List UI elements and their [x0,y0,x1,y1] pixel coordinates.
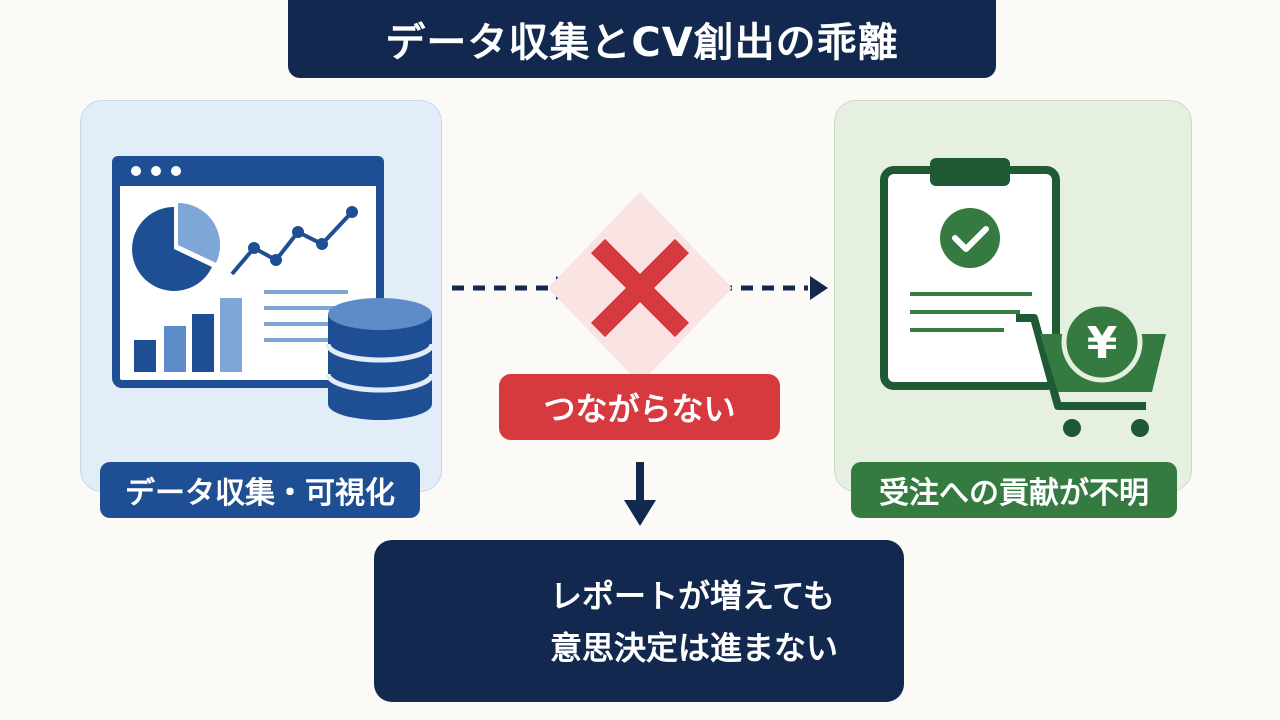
bottom-conclusion-box: レポートが増えても 意思決定は進まない [374,540,904,702]
pie-chart-icon [132,202,221,291]
conclusion-line-1: レポートが増えても [550,577,835,615]
order-contribution-text: 受注への貢献が不明 [879,476,1149,511]
title-banner: データ収集とCV創出の乖離 [288,0,996,78]
clipboard-icon [880,158,1060,390]
conclusion-text: レポートが増えても 意思決定は進まない [550,570,890,674]
disconnected-text: つながらない [543,390,736,428]
data-collection-text: データ収集・可視化 [125,476,395,511]
conclusion-line-2: 意思決定は進まない [550,629,839,667]
bar-chart-icon [134,298,242,372]
database-icon [325,298,435,420]
disconnected-label: つながらない [499,374,780,440]
yen-coin-icon: ¥ [1061,301,1143,383]
page-title: データ収集とCV創出の乖離 [385,20,899,66]
right-dashed-arrow [720,276,828,300]
data-collection-label: データ収集・可視化 [100,462,420,518]
yen-symbol: ¥ [1087,318,1118,369]
down-arrow-icon [624,462,656,526]
order-contribution-label: 受注への貢献が不明 [851,462,1177,518]
line-chart-icon [230,206,358,276]
disconnect-cross-icon [548,192,732,384]
text-lines-icon [264,290,348,342]
